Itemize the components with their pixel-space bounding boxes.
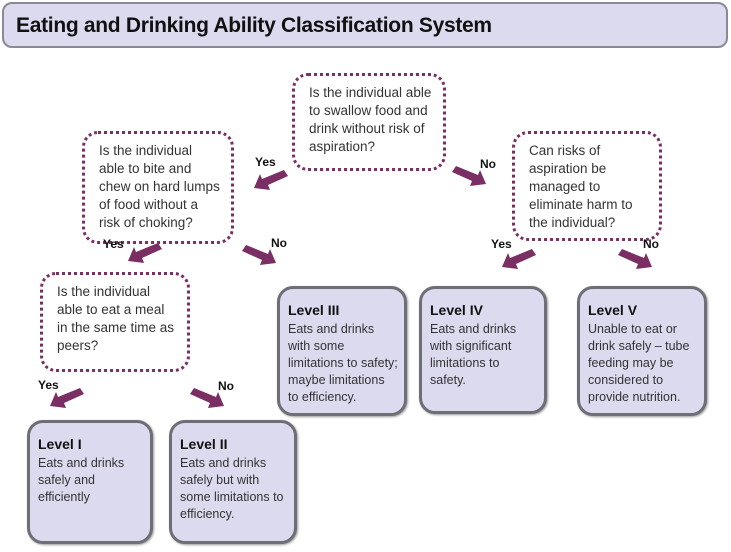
label-no-q4: No <box>218 379 234 393</box>
level-5-description: Unable to eat or drink safely – tube fee… <box>588 322 690 404</box>
question-meal-time-text: Is the individual able to eat a meal in … <box>57 284 175 353</box>
level-2-description: Eats and drinks safely but with some lim… <box>180 456 284 521</box>
level-2-title: Level II <box>180 436 228 452</box>
question-meal-time: Is the individual able to eat a meal in … <box>40 272 190 372</box>
level-5-title: Level V <box>588 302 638 318</box>
label-no-q3: No <box>643 237 659 251</box>
level-3-title: Level III <box>288 302 340 318</box>
level-1-box: Level I Eats and drinks safely and effic… <box>27 420 153 544</box>
arrow-yes-to-bite <box>254 170 288 190</box>
level-3-description: Eats and drinks with some limitations to… <box>288 322 398 404</box>
level-3-box: Level III Eats and drinks with some limi… <box>277 286 407 416</box>
label-no-q2: No <box>271 236 287 250</box>
question-manage-risk: Can risks of aspiration be managed to el… <box>512 131 662 241</box>
title-bar: Eating and Drinking Ability Classificati… <box>2 2 728 48</box>
level-4-title: Level IV <box>430 302 483 318</box>
label-yes-q3: Yes <box>491 237 512 251</box>
label-yes-q4: Yes <box>38 378 59 392</box>
label-no-q1: No <box>480 157 496 171</box>
arrow-yes-to-level4 <box>502 249 536 269</box>
question-swallow: Is the individual able to swallow food a… <box>292 73 446 171</box>
label-yes-q1: Yes <box>255 155 276 169</box>
level-5-box: Level V Unable to eat or drink safely – … <box>577 286 707 416</box>
arrow-no-to-level3 <box>242 245 276 265</box>
label-yes-q2: Yes <box>103 237 124 251</box>
question-swallow-text: Is the individual able to swallow food a… <box>309 85 432 154</box>
question-bite-chew-text: Is the individual able to bite and chew … <box>99 143 220 230</box>
arrow-no-to-level2 <box>190 388 224 408</box>
question-bite-chew: Is the individual able to bite and chew … <box>82 131 234 244</box>
level-1-description: Eats and drinks safely and efficiently <box>38 456 125 504</box>
arrow-yes-to-meal <box>128 243 162 263</box>
level-2-box: Level II Eats and drinks safely but with… <box>169 420 297 544</box>
question-manage-risk-text: Can risks of aspiration be managed to el… <box>529 143 633 230</box>
arrow-no-to-level5 <box>618 249 652 269</box>
level-4-description: Eats and drinks with significant limitat… <box>430 322 517 387</box>
arrow-yes-to-level1 <box>50 388 84 408</box>
arrow-no-to-manage <box>452 166 486 186</box>
page-title: Eating and Drinking Ability Classificati… <box>16 14 492 37</box>
level-1-title: Level I <box>38 436 82 452</box>
level-4-box: Level IV Eats and drinks with significan… <box>419 286 547 414</box>
